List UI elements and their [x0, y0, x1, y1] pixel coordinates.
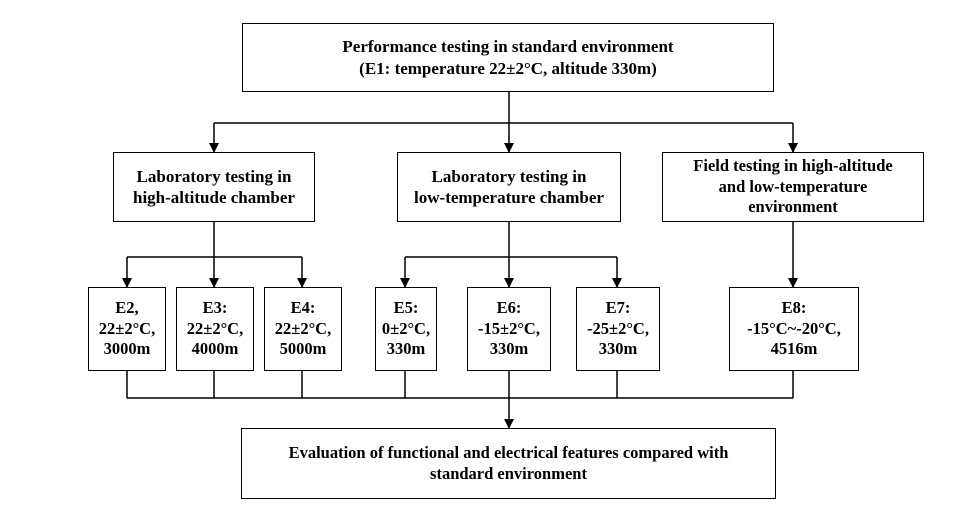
env-id: E7: — [605, 298, 631, 318]
env-altitude: 330m — [489, 339, 529, 359]
low-temperature-chamber-box: Laboratory testing in low-temperature ch… — [397, 152, 621, 222]
group-3-line-3: environment — [748, 197, 838, 217]
env-box-e6: E6: -15±2°C, 330m — [467, 287, 551, 371]
env-id: E2, — [115, 298, 139, 318]
env-altitude: 4000m — [191, 339, 239, 359]
group-1-line-2: high-altitude chamber — [133, 188, 295, 207]
group-3-line-1: Field testing in high-altitude — [693, 156, 893, 176]
env-temperature: 0±2°C, — [381, 318, 431, 338]
env-box-e7: E7: -25±2°C, 330m — [576, 287, 660, 371]
env-box-e2: E2, 22±2°C, 3000m — [88, 287, 166, 371]
env-box-e5: E5: 0±2°C, 330m — [375, 287, 437, 371]
env-altitude: 330m — [386, 339, 426, 359]
env-altitude: 3000m — [103, 339, 151, 359]
env-temperature: 22±2°C, — [186, 318, 244, 338]
group-2-line-2: low-temperature chamber — [414, 188, 604, 207]
evaluation-line-2: standard environment — [430, 463, 587, 483]
env-box-e3: E3: 22±2°C, 4000m — [176, 287, 254, 371]
env-altitude: 330m — [598, 339, 638, 359]
env-temperature: -25±2°C, — [587, 318, 649, 338]
env-id: E4: — [290, 298, 316, 318]
standard-environment-conditions: (E1: temperature 22±2°C, altitude 330m) — [359, 58, 657, 78]
env-box-e8: E8: -15°C~-20°C, 4516m — [729, 287, 859, 371]
group-2-line-1: Laboratory testing in — [431, 166, 587, 186]
env-id: E6: — [496, 298, 522, 318]
env-id: E3: — [202, 298, 228, 318]
env-id: E8: — [781, 298, 807, 318]
env-box-e4: E4: 22±2°C, 5000m — [264, 287, 342, 371]
env-temperature: 22±2°C, — [98, 318, 156, 338]
group-3-line-2: and low-temperature — [718, 176, 868, 196]
env-altitude: 4516m — [770, 339, 818, 359]
env-temperature: -15±2°C, — [478, 318, 540, 338]
env-id: E5: — [393, 298, 419, 318]
standard-environment-title: Performance testing in standard environm… — [342, 37, 674, 57]
field-testing-box: Field testing in high-altitude and low-t… — [662, 152, 924, 222]
standard-environment-box: Performance testing in standard environm… — [242, 23, 774, 92]
env-temperature: -15°C~-20°C, — [747, 318, 841, 338]
group-1-line-1: Laboratory testing in — [136, 166, 292, 186]
env-altitude: 5000m — [279, 339, 327, 359]
evaluation-box: Evaluation of functional and electrical … — [241, 428, 776, 499]
high-altitude-chamber-box: Laboratory testing in high-altitude cham… — [113, 152, 315, 222]
env-temperature: 22±2°C, — [274, 318, 332, 338]
evaluation-line-1: Evaluation of functional and electrical … — [288, 442, 729, 462]
